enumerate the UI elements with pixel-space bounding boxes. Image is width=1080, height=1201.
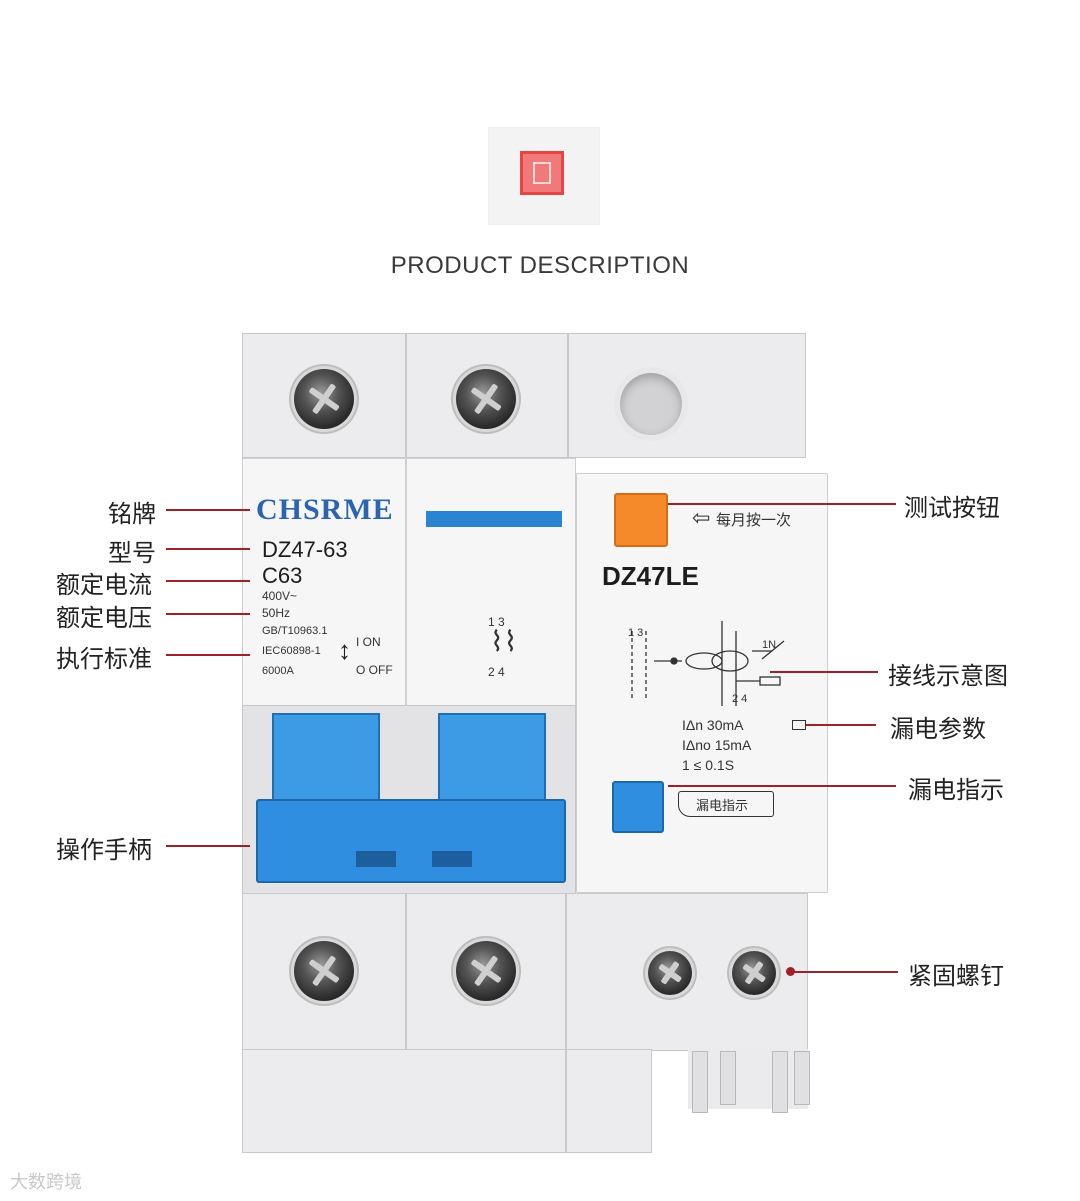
brand-label: CHSRME <box>256 493 394 526</box>
standard-label-1: GB/T10963.1 <box>262 625 328 637</box>
diagram-bottom: 2 4 <box>732 693 748 705</box>
callout-wiring-diagram: 接线示意图 <box>888 662 1008 690</box>
standard-label-2: IEC60898-1 <box>262 645 321 657</box>
breaking-label: 6000A <box>262 665 294 677</box>
blue-stripe <box>426 511 562 527</box>
diagram-top: 1 3 <box>628 627 644 639</box>
arrow-left-icon: ⇦ <box>692 505 711 530</box>
terminal-screw-icon <box>456 369 516 429</box>
callout-nameplate: 铭牌 <box>108 500 156 528</box>
terminal-screw-icon <box>294 369 354 429</box>
frequency-label: 50Hz <box>262 606 291 620</box>
voltage-label: 400V~ <box>262 589 298 603</box>
callout-model: 型号 <box>108 539 156 567</box>
fastening-screw-icon <box>732 951 776 995</box>
leak-indicator <box>612 781 664 833</box>
terminal-screw-icon <box>294 941 354 1001</box>
on-off-arrow-icon: ↕ <box>338 635 351 665</box>
test-hint: 每月按一次 <box>716 512 792 529</box>
leak-param-3: 1 ≤ 0.1S <box>682 757 735 773</box>
diagram-mid: 1N <box>762 639 777 651</box>
product-icon <box>488 127 600 225</box>
callout-standard: 执行标准 <box>56 645 152 673</box>
terminal-screw-icon <box>456 941 516 1001</box>
watermark: 大数跨境 <box>10 1172 82 1193</box>
callout-leak-indicator: 漏电指示 <box>908 776 1004 804</box>
callout-handle: 操作手柄 <box>56 836 152 864</box>
pole-marks-top: 1 3 <box>488 615 505 629</box>
on-label: I ON <box>356 635 381 649</box>
test-button[interactable] <box>614 493 668 547</box>
leak-param-1: IΔn 30mA <box>682 717 744 733</box>
handle-upper-right[interactable] <box>438 713 546 803</box>
callout-rated-voltage: 额定电压 <box>56 604 152 632</box>
leak-indicator-label: 漏电指示 <box>696 798 749 813</box>
terminal-hole <box>620 373 682 435</box>
wiring-diagram-icon <box>631 621 785 706</box>
callout-test-button: 测试按钮 <box>904 494 1000 522</box>
callout-fastening-screws: 紧固螺钉 <box>908 962 1004 990</box>
section-title: PRODUCT DESCRIPTION <box>390 252 690 279</box>
leak-param-2: IΔno 15mA <box>682 737 752 753</box>
contact-symbol-icon: ⌇⌇ <box>490 626 518 657</box>
circuit-breaker: CHSRME DZ47-63 C63 400V~ 50Hz GB/T10963.… <box>242 333 828 1153</box>
callout-leak-params: 漏电参数 <box>890 715 986 743</box>
off-label: O OFF <box>356 663 393 677</box>
current-label: C63 <box>262 563 303 588</box>
callout-rated-current: 额定电流 <box>56 571 152 599</box>
model-label: DZ47-63 <box>262 537 348 562</box>
operating-handle[interactable] <box>256 799 566 883</box>
rcd-model-label: DZ47LE <box>602 561 699 591</box>
pole-marks-bottom: 2 4 <box>488 665 505 679</box>
handle-upper-left[interactable] <box>272 713 380 803</box>
fastening-screw-icon <box>648 951 692 995</box>
